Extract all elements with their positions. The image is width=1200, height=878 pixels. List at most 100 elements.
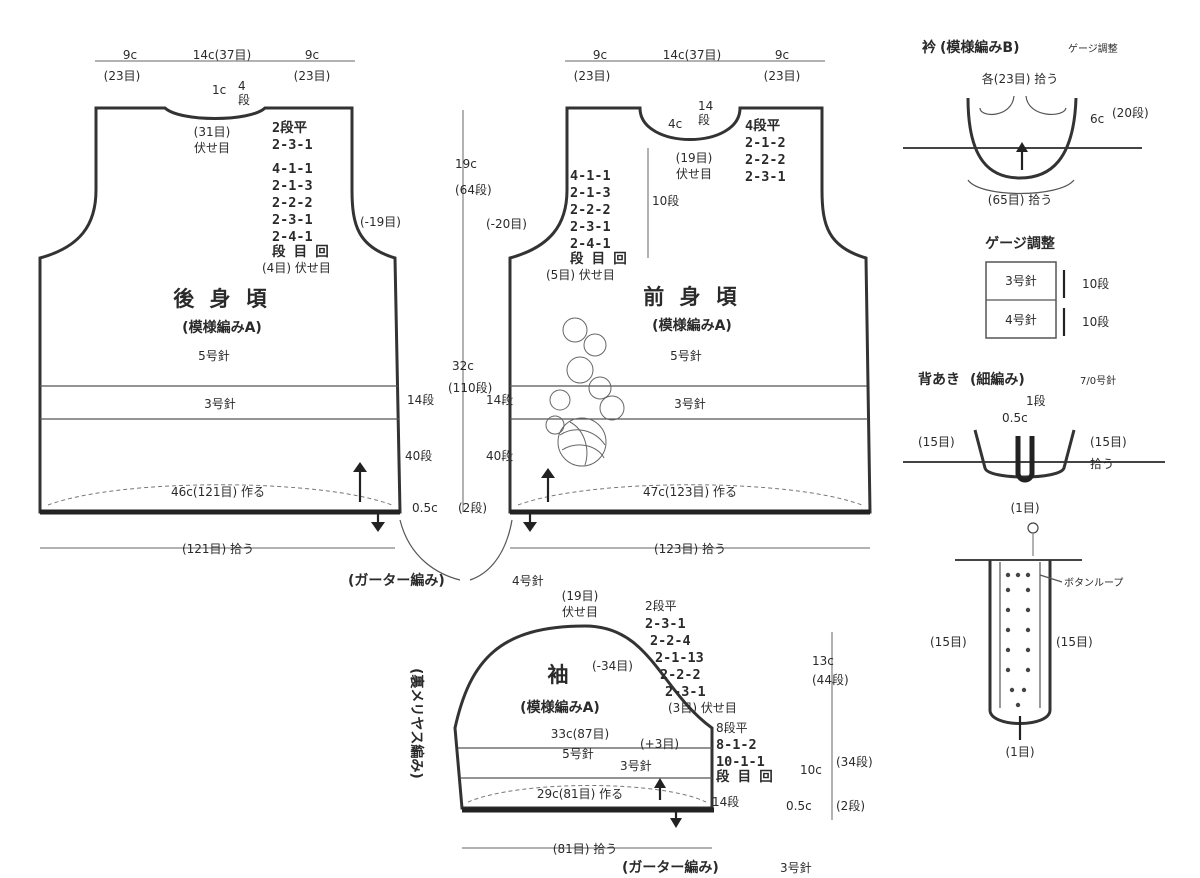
back-neck-dec-1: 2-3-1 <box>272 137 313 153</box>
sleeve-cap-dec-2: 2-2-4 <box>650 633 691 649</box>
sleeve-top-word: 伏せ目 <box>562 605 598 619</box>
front-pattern: (模様編みA) <box>652 317 732 334</box>
sleeve-pattern: (模様編みA) <box>520 699 600 716</box>
gauge-rows-upper: 10段 <box>1082 276 1109 291</box>
sleeve-cast-on: 29c(81目) 作る <box>537 787 623 801</box>
back-opening-depth: 0.5c <box>1002 411 1028 425</box>
garter-needle: 4号針 <box>512 573 544 588</box>
back-body-panel: 9c 14c(37目) 9c (23目) (23目) 1c 4 段 (31目) … <box>38 48 402 556</box>
gauge-needle-upper: 3号針 <box>1005 273 1037 288</box>
front-armhole-total: (-20目) <box>486 217 527 231</box>
sleeve-cap-dec-1: 2-3-1 <box>645 616 686 632</box>
collar-height: 6c <box>1090 112 1104 126</box>
back-bind-off-word: 伏せ目 <box>194 141 230 155</box>
back-opening-title: 背あき <box>918 371 960 388</box>
sleeve-cap-height: 13c <box>812 654 834 668</box>
arrow-up-icon <box>654 778 666 788</box>
front-armhole-decrease-list: 4-1-1 2-1-3 2-2-2 2-3-1 2-4-1 段 目 回 (5目)… <box>546 168 627 282</box>
front-sts-right: (23目) <box>764 69 801 83</box>
back-cast-on: 46c(121目) 作る <box>171 485 265 499</box>
back-sts-right: (23目) <box>294 69 331 83</box>
garter-height: 0.5c <box>412 501 438 515</box>
back-opening-right2: (15目) <box>1056 635 1093 649</box>
front-neck-rows-unit: 段 <box>698 112 710 127</box>
front-neck-dec-3: 2-3-1 <box>745 169 786 185</box>
front-top-width-mid: 14c(37目) <box>663 48 722 62</box>
sleeve-cap-bind: (3目) 伏せ目 <box>668 701 737 715</box>
front-rib-rows: 40段 <box>486 448 513 463</box>
back-opening-button-loop: ボタンループ <box>1064 577 1123 589</box>
front-neck-dec-2: 2-2-2 <box>745 152 786 168</box>
front-inner-rows: 10段 <box>652 193 679 208</box>
front-neck-dec-1: 2-1-2 <box>745 135 786 151</box>
arrow-up-icon <box>353 462 367 472</box>
front-armhole-dec-3: 2-3-1 <box>570 219 611 235</box>
back-opening-panel: 背あき (細編み) 7/0号針 1段 0.5c (15目) (15目) 拾う (… <box>903 371 1165 759</box>
back-neck-rows-num: 4 <box>238 79 246 93</box>
back-opening-left2: (15目) <box>930 635 967 649</box>
sleeve-inc-units: 段 目 回 <box>716 768 773 785</box>
collar-note: ゲージ調整 <box>1068 42 1118 55</box>
center-dimensions: 19c (64段) 32c (110段) 14段 14段 40段 40段 0.5… <box>348 110 544 589</box>
back-armhole-total: (-19目) <box>360 215 401 229</box>
back-armhole-bind: (4目) 伏せ目 <box>262 261 331 275</box>
back-top-width-left: 9c <box>123 48 137 62</box>
sleeve-garter-height: 0.5c <box>786 799 812 813</box>
front-needle-body: 5号針 <box>670 348 702 363</box>
back-opening-bottom2: (1目) <box>1006 745 1035 759</box>
sleeve-outline <box>453 624 714 810</box>
armhole-height: 19c <box>455 157 477 171</box>
front-armhole-dec-1: 2-1-3 <box>570 185 611 201</box>
front-neck-decrease-list: 4段平 2-1-2 2-2-2 2-3-1 <box>745 117 786 185</box>
back-opening-bottom: (1目) <box>1011 501 1040 515</box>
garter-title: (ガーター編み) <box>348 572 445 589</box>
back-armhole-dec-0: 4-1-1 <box>272 161 313 177</box>
yarn-ball-icon <box>545 317 625 467</box>
sleeve-body-rows: (34段) <box>836 754 873 769</box>
back-bind-off-count: (31目) <box>194 125 231 139</box>
back-armhole-dec-3: 2-3-1 <box>272 212 313 228</box>
front-armhole-dec-2: 2-2-2 <box>570 202 611 218</box>
back-sts-left: (23目) <box>104 69 141 83</box>
back-armhole-dec-2: 2-2-2 <box>272 195 313 211</box>
front-neck-word: 伏せ目 <box>676 167 712 181</box>
arrow-down-icon <box>371 522 385 532</box>
sleeve-garter-needle: 3号針 <box>780 860 812 875</box>
front-cast-on: 47c(123目) 作る <box>643 485 737 499</box>
back-opening-pickup: 拾う <box>1090 456 1114 471</box>
back-neck-depth: 1c <box>212 83 226 97</box>
button-loop-dots <box>1005 572 1031 708</box>
sleeve-inc-total: (+3目) <box>640 737 679 751</box>
back-body-outline <box>38 106 402 514</box>
front-neck-rows-num: 14 <box>698 99 713 113</box>
gauge-panel: ゲージ調整 3号針 4号針 10段 10段 <box>985 235 1109 339</box>
collar-pattern: (模様編みB) <box>940 39 1019 56</box>
sleeve-pickup: (81目) 拾う <box>553 841 617 856</box>
sleeve-inc-2: 10-1-1 <box>716 754 765 770</box>
back-top-width-mid: 14c(37目) <box>193 48 252 62</box>
sleeve-garter-title: (ガーター編み) <box>622 859 719 876</box>
garter-rows: (2段) <box>458 500 487 515</box>
gauge-title: ゲージ調整 <box>985 235 1056 252</box>
arrow-down-icon <box>670 818 682 828</box>
front-neck-count: (19目) <box>676 151 713 165</box>
back-armhole-units: 段 目 回 <box>272 243 329 260</box>
sleeve-cap-total: (-34目) <box>592 659 633 673</box>
back-neck-rows-unit: 段 <box>238 92 250 107</box>
sleeve-body-height: 10c <box>800 763 822 777</box>
sleeve-cap-dec-4: 2-2-2 <box>660 667 701 683</box>
sleeve-title: 袖 <box>548 663 573 687</box>
front-neck-depth: 4c <box>668 117 682 131</box>
collar-rows: (20段) <box>1112 105 1149 120</box>
back-neck-dec-0: 2段平 <box>272 119 308 136</box>
gauge-needle-lower: 4号針 <box>1005 312 1037 327</box>
back-neck-decrease-list: 2段平 2-3-1 <box>272 119 313 153</box>
back-band-rows: 14段 <box>407 392 434 407</box>
front-title: 前 身 頃 <box>643 285 741 309</box>
front-top-width-right: 9c <box>775 48 789 62</box>
body-height: 32c <box>452 359 474 373</box>
arrow-down-icon <box>523 522 537 532</box>
back-pickup: (121目) 拾う <box>182 541 254 556</box>
collar-pickup-each: 各(23目) 拾う <box>982 71 1058 86</box>
